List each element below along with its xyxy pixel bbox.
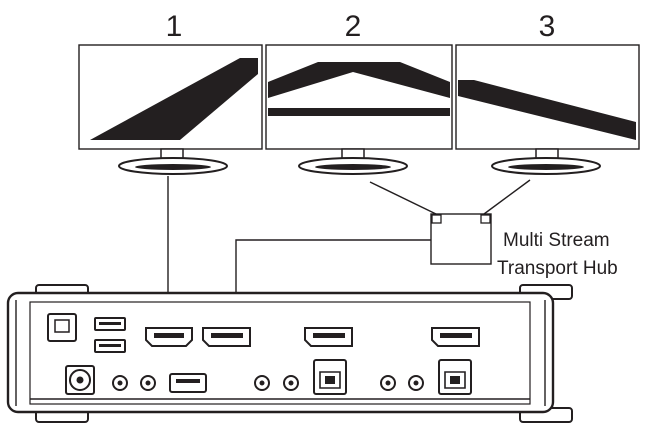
audio-jack [254,375,270,391]
displayport-3 [431,327,480,347]
hub-label-line-1: Multi Stream [503,230,610,251]
audio-jack [408,375,424,391]
monitor-2 [265,44,453,175]
audio-jack [380,375,396,391]
phone-jack-port [47,313,77,342]
hub-label-line-2: Transport Hub [497,258,618,279]
monitor-1 [78,44,263,175]
monitor-3 [455,44,640,175]
cable-monitor-2-hub [369,181,437,215]
usb-port-stack [94,317,126,353]
hdmi-port [145,327,193,347]
audio-jack [283,375,299,391]
monitor-3-number: 3 [539,10,556,43]
monitor-1-number: 1 [166,10,183,43]
device-rear-panel [6,284,573,423]
usb-a-port [169,373,207,393]
displayport-1 [202,327,251,347]
audio-jack [140,375,156,391]
usb-b-port [313,359,347,395]
monitor-2-number: 2 [345,10,362,43]
power-jack-port [65,365,95,395]
cable-monitor-3-hub [483,179,531,215]
displayport-2 [304,327,353,347]
audio-jack [112,375,128,391]
usb-b-port [438,359,472,395]
mst-hub [430,213,492,265]
